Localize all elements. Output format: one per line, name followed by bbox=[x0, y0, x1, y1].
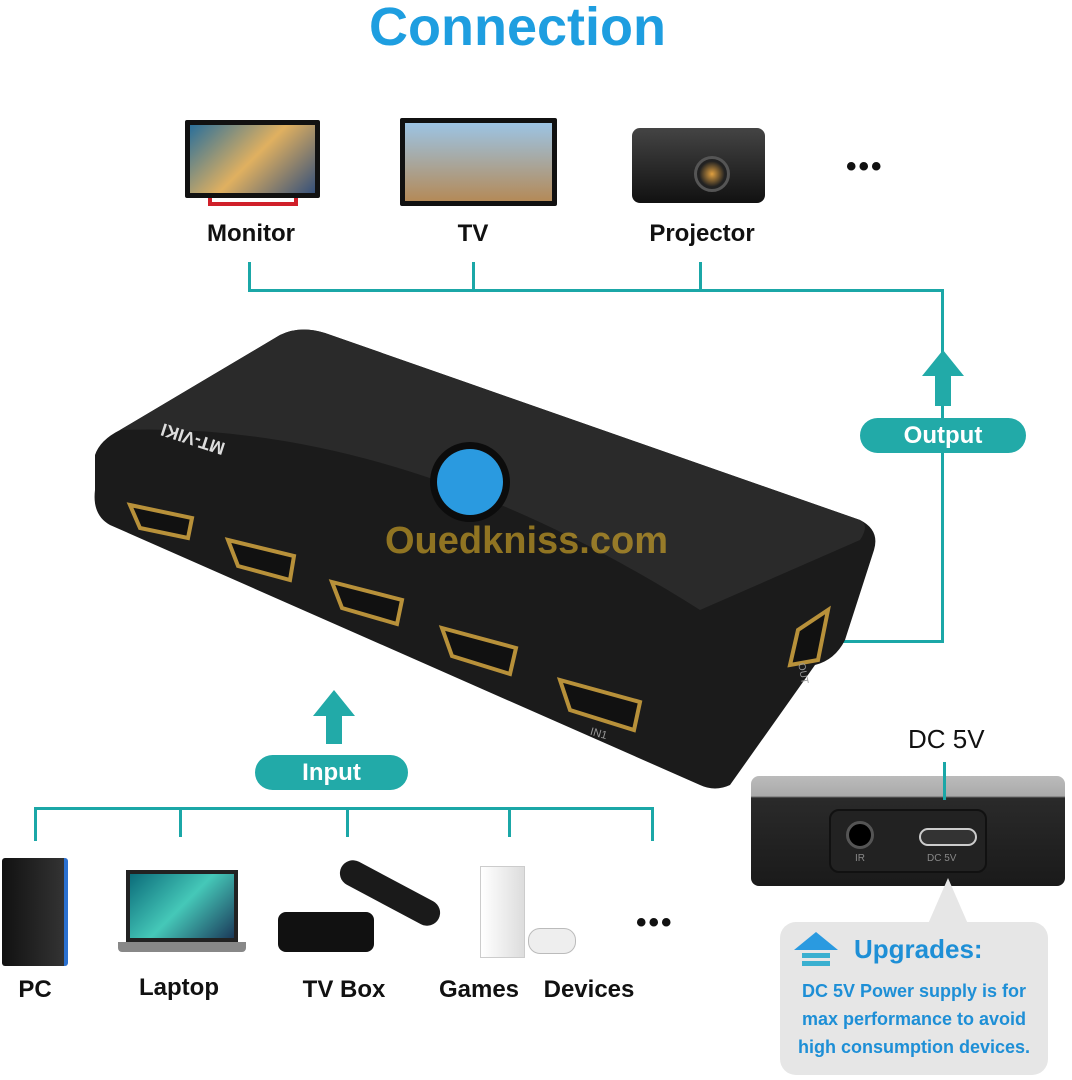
page-title: Connection bbox=[369, 0, 666, 57]
connector-line bbox=[34, 807, 37, 841]
connector-line bbox=[818, 640, 944, 643]
connector-line bbox=[179, 807, 182, 837]
connector-line bbox=[699, 262, 702, 292]
connector-line bbox=[508, 807, 511, 837]
label-pc: PC bbox=[18, 976, 52, 1003]
label-devices: Devices bbox=[543, 976, 635, 1003]
tv-image bbox=[400, 118, 557, 212]
arrow-up-icon bbox=[313, 690, 355, 744]
more-outputs: ••• bbox=[846, 150, 884, 183]
dc-port-label: DC 5V bbox=[927, 853, 957, 864]
watermark: Ouedkniss.com bbox=[385, 520, 668, 562]
output-pill: Output bbox=[860, 418, 1026, 453]
upgrade-arrow-icon bbox=[794, 932, 838, 966]
label-tv-box: TV Box bbox=[302, 976, 386, 1003]
dc-5v-label: DC 5V bbox=[908, 724, 985, 754]
pc-image bbox=[2, 858, 68, 966]
connector-line bbox=[346, 807, 349, 837]
label-monitor: Monitor bbox=[207, 220, 295, 247]
ir-port-label: IR bbox=[855, 853, 865, 864]
connector-line bbox=[651, 807, 654, 841]
label-tv: TV bbox=[457, 220, 489, 247]
arrow-up-icon bbox=[922, 350, 964, 406]
connector-line bbox=[248, 262, 251, 292]
upgrade-text: DC 5V Power supply is for max performanc… bbox=[797, 981, 1031, 1057]
projector-image bbox=[632, 128, 765, 203]
connector-line bbox=[943, 762, 946, 800]
tv-box-image bbox=[278, 912, 374, 952]
callout-pointer bbox=[928, 878, 968, 924]
label-projector: Projector bbox=[649, 220, 755, 247]
upgrade-heading: Upgrades: bbox=[854, 934, 983, 964]
hdmi-switch-image bbox=[94, 329, 876, 789]
label-games: Games bbox=[438, 976, 520, 1003]
console-image bbox=[480, 866, 525, 958]
connector-line bbox=[941, 289, 944, 643]
upgrade-callout: Upgrades: DC 5V Power supply is for max … bbox=[780, 922, 1048, 1075]
connector-line bbox=[34, 807, 654, 810]
laptop-image bbox=[118, 870, 246, 956]
input-pill: Input bbox=[255, 755, 408, 790]
label-laptop: Laptop bbox=[139, 974, 219, 1001]
monitor-image bbox=[185, 120, 320, 212]
connector-line bbox=[472, 262, 475, 292]
more-inputs: ••• bbox=[636, 906, 674, 939]
connector-line bbox=[248, 289, 944, 292]
controller-image bbox=[528, 928, 576, 954]
side-port-image: IR DC 5V bbox=[751, 776, 1065, 886]
